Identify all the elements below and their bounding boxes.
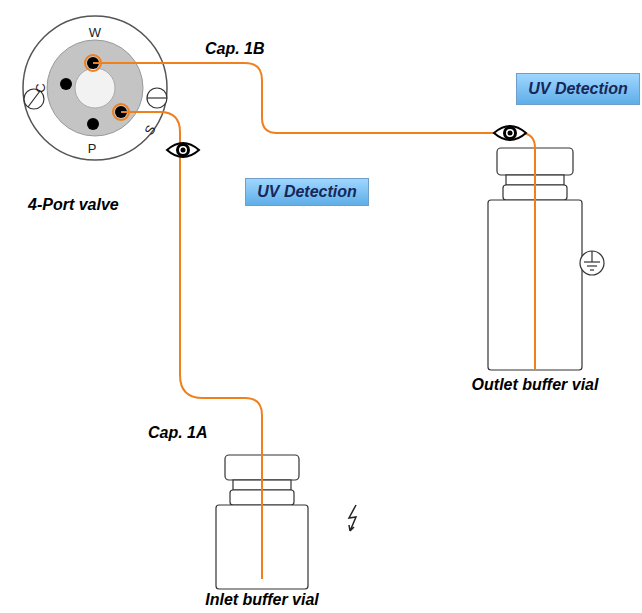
capillary-label: Cap. 1A [148,424,208,442]
capillary [121,112,262,579]
port-letter: W [89,26,101,39]
valve-body [23,16,167,160]
port-letter: P [88,142,97,155]
detector-label: UV Detection [257,183,357,201]
valve-node: WCSP4-Port valve [18,13,172,163]
capillary-label: Cap. 1B [205,40,265,58]
vial-label: Outlet buffer vial [455,376,615,394]
detector-box: UV Detection [245,178,369,206]
eye-symbol [167,143,199,157]
eye-symbol [494,126,526,140]
valve-label: 4-Port valve [28,196,119,214]
detector-label: UV Detection [528,80,628,98]
vial-node: Outlet buffer vial [455,146,615,396]
port-letter: C [34,83,47,92]
capillary [93,63,535,370]
ground-symbol [580,251,604,275]
detector-box: UV Detection [516,73,640,105]
vial-node: Inlet buffer vial [180,453,344,611]
voltage-symbol [349,505,356,531]
port-letter: S [142,123,158,137]
vial-label: Inlet buffer vial [180,591,344,609]
